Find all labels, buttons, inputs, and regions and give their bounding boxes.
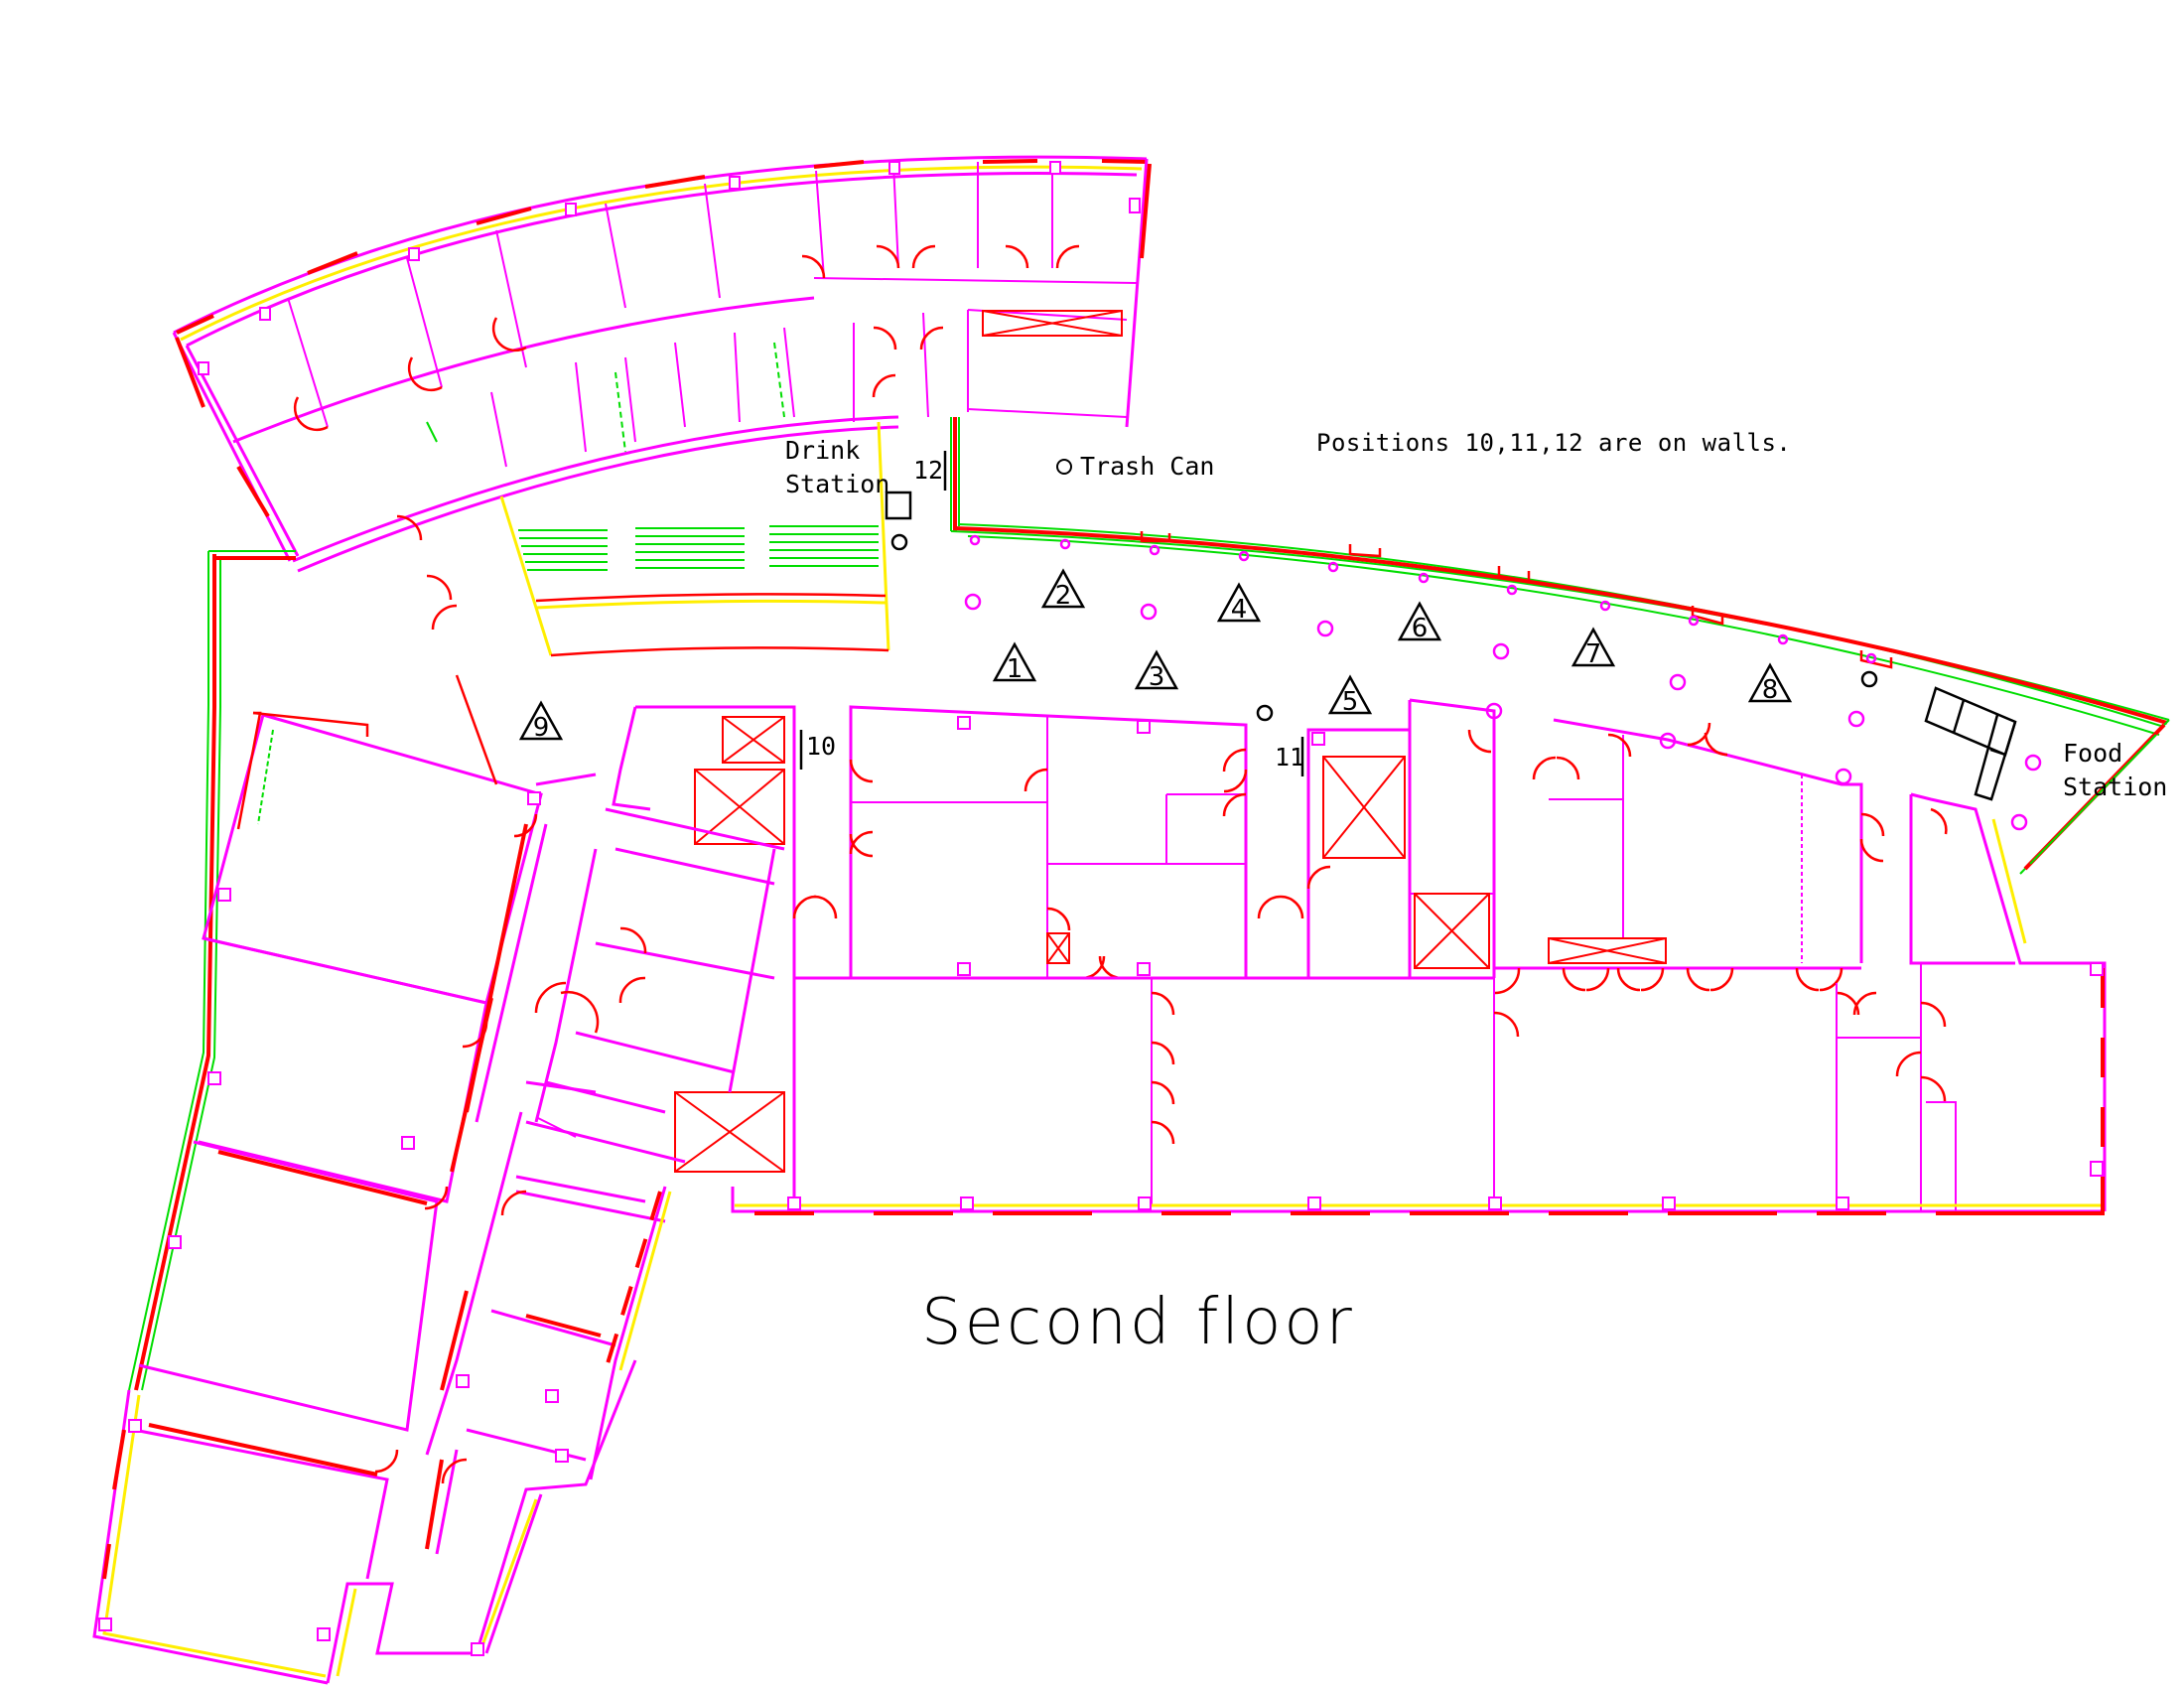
position-number: 5 (1342, 687, 1359, 717)
north-curtain-wall (950, 417, 2170, 875)
west-wing (92, 514, 672, 1685)
wall-position-11: 11 (1275, 743, 1305, 772)
food-station-label-line1: Food (2063, 739, 2123, 768)
position-number: 2 (1055, 581, 1072, 611)
drink-station-table (885, 491, 912, 520)
position-marker-6: 6 (1397, 601, 1442, 643)
positions-note: Positions 10,11,12 are on walls. (1316, 429, 1792, 457)
triangle-icon (1216, 582, 1262, 623)
position-number: 6 (1412, 614, 1429, 643)
drink-station-label-line1: Drink (785, 436, 861, 465)
trash-can-legend: Trash Can (1056, 452, 1214, 481)
drink-station-label: Drink Station (785, 434, 889, 501)
food-station-label: Food Station (2063, 737, 2167, 804)
position-marker-5: 5 (1327, 674, 1373, 717)
position-marker-7: 7 (1570, 627, 1616, 669)
wall-position-12: 12 (913, 456, 944, 485)
page-title: Second floor (921, 1286, 1355, 1359)
triangle-icon (1397, 601, 1442, 641)
trash-can-icon (1056, 458, 1072, 475)
atrium-area (499, 421, 912, 657)
triangle-icon (518, 700, 564, 741)
position-marker-4: 4 (1216, 582, 1262, 625)
green-hatch-right (769, 525, 879, 567)
north-wing (172, 155, 1152, 573)
position-number: 7 (1585, 639, 1602, 669)
position-number: 1 (1007, 654, 1024, 684)
drink-station-label-line2: Station (785, 470, 890, 498)
wall-position-bars (799, 451, 1304, 776)
position-marker-8: 8 (1747, 662, 1793, 705)
triangle-icon (1747, 662, 1793, 703)
position-number: 9 (533, 713, 550, 743)
position-number: 8 (1762, 675, 1779, 705)
food-station-label-line2: Station (2063, 773, 2168, 801)
triangle-icon (992, 641, 1037, 682)
position-marker-3: 3 (1134, 649, 1179, 692)
triangle-icon (1134, 649, 1179, 690)
trash-can-label: Trash Can (1080, 452, 1215, 481)
trash-can-marker (890, 533, 908, 551)
position-marker-2: 2 (1040, 568, 1086, 611)
wall-position-10: 10 (806, 732, 837, 761)
green-hatch-left (518, 529, 608, 571)
trash-can-marker (1860, 670, 1878, 688)
central-block (515, 698, 2107, 1223)
triangle-icon (1327, 674, 1373, 715)
food-station-tables (1924, 686, 2017, 801)
triangle-icon (1040, 568, 1086, 609)
position-marker-1: 1 (992, 641, 1037, 684)
position-markers: 1 2 3 4 5 6 7 8 9 (518, 568, 1793, 743)
trash-can-marker (1256, 704, 1274, 722)
position-number: 3 (1149, 662, 1165, 692)
triangle-icon (1570, 627, 1616, 667)
position-marker-9: 9 (518, 700, 564, 743)
green-hatch-middle (635, 527, 745, 569)
position-number: 4 (1231, 595, 1248, 625)
